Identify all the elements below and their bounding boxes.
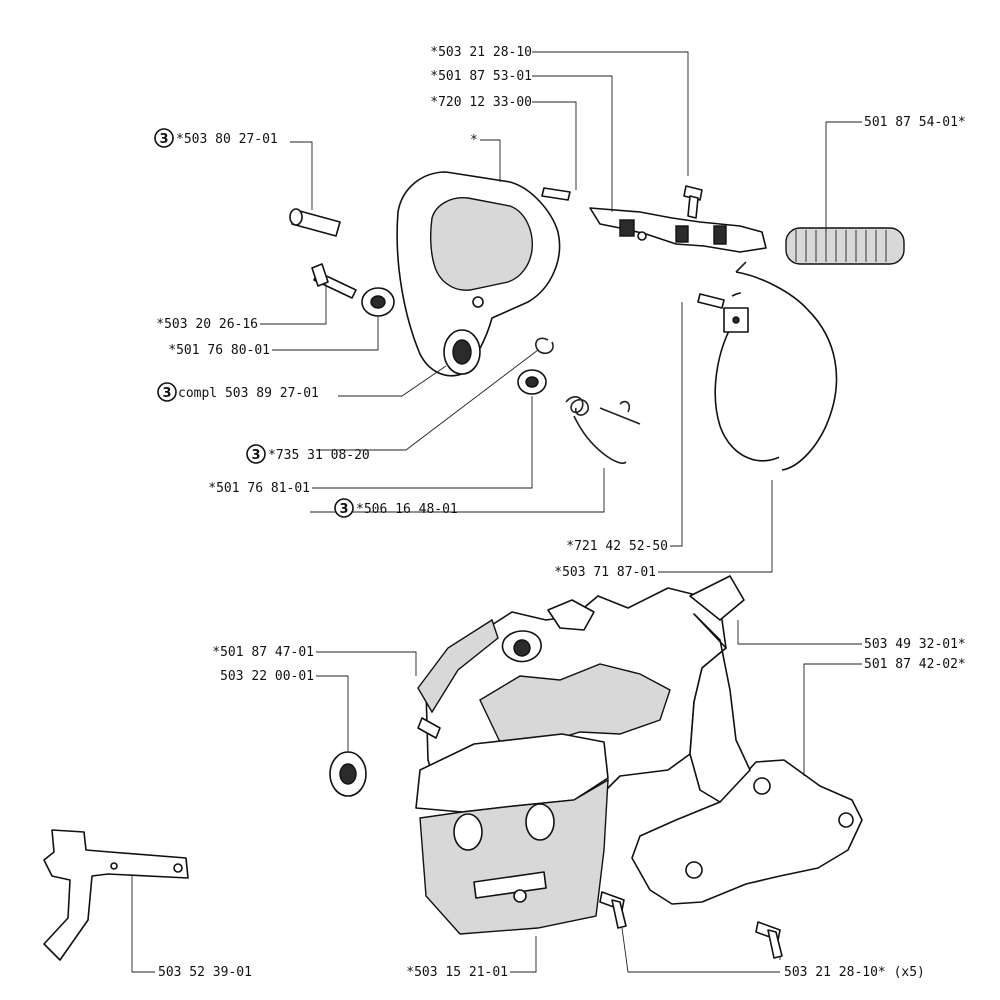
part-label: *501 76 80-01 [168,343,270,358]
callout-3-icon: 3 [334,498,354,518]
part-label: 503 49 32-01* [864,637,966,652]
part-label: *503 15 21-01 [406,965,508,980]
clutch-cover-part [631,759,863,905]
part-label: 503 21 28-10* (x5) [784,965,925,980]
spacer-part [329,751,367,797]
hand-guard-part [396,171,561,377]
spring-clip-part [417,618,499,739]
cover-screw-part [599,891,627,929]
bushing-part [361,287,395,317]
coil-spring-part [785,227,905,265]
part-label: *503 80 27-01 [176,132,278,147]
sleeve-part [289,208,341,237]
part-label: *503 71 87-01 [554,565,656,580]
part-label: *721 42 52-50 [566,539,668,554]
side-cover-part [689,575,751,803]
part-label: * [470,133,478,148]
svg-text:3: 3 [159,132,168,147]
part-label: *506 16 48-01 [356,502,458,517]
cover-screw-2-part [755,921,783,959]
part-label: 501 87 54-01* [864,115,966,130]
part-label: *501 87 53-01 [430,69,532,84]
callout-3-icon: 3 [157,382,177,402]
svg-text:3: 3 [251,448,260,463]
pin-part [541,187,571,201]
part-label: *501 87 47-01 [212,645,314,660]
callout-3-icon: 3 [154,128,174,148]
lever-assembly-part [589,207,767,253]
part-label: 503 52 39-01 [158,965,252,980]
part-label: *501 76 81-01 [208,481,310,496]
bushing-2-part [517,369,547,395]
bolt-part [311,263,357,299]
part-label: compl 503 89 27-01 [178,386,319,401]
part-label: *503 20 26-16 [156,317,258,332]
part-label: *503 21 28-10 [430,45,532,60]
svg-text:3: 3 [339,502,348,517]
part-label: *735 31 08-20 [268,448,370,463]
part-label: 503 22 00-01 [220,669,314,684]
part-label: 501 87 42-02* [864,657,966,672]
leader-lines [131,51,862,973]
svg-text:3: 3 [162,386,171,401]
guide-plate-part [415,733,609,935]
pin-2-part [697,293,725,309]
brake-band-part [714,261,838,471]
circlip-part [535,337,554,355]
callout-3-icon: 3 [246,444,266,464]
part-label: *720 12 33-00 [430,95,532,110]
screw-part [683,185,703,219]
combination-tool-part [43,829,189,961]
torsion-spring-part [565,396,641,464]
